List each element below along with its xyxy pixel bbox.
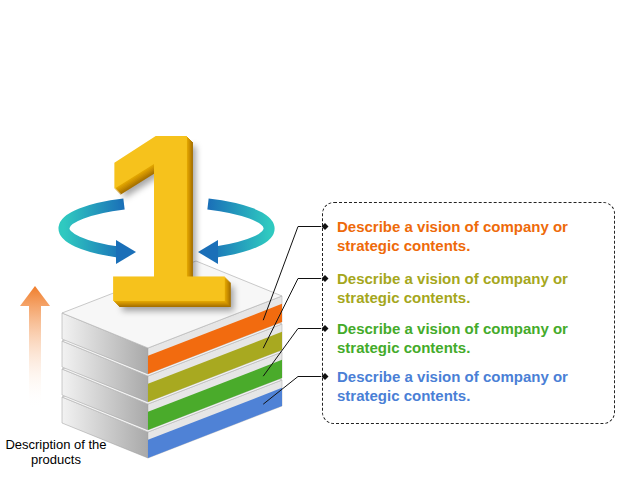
leader-line [263,377,321,405]
product-caption: Description of the products [4,437,108,467]
vision-text: Describe a vision of company or strategi… [337,269,602,307]
leader-line [263,227,321,321]
vision-text: Describe a vision of company or strategi… [337,217,602,255]
leader-line [263,329,321,377]
number-one: 1 [98,98,231,338]
leader-line [263,279,321,349]
vision-text: Describe a vision of company or strategi… [337,319,602,357]
dashed-panel: Describe a vision of company or strategi… [322,202,615,424]
vision-text: Describe a vision of company or strategi… [337,367,602,405]
up-arrow [20,286,50,408]
